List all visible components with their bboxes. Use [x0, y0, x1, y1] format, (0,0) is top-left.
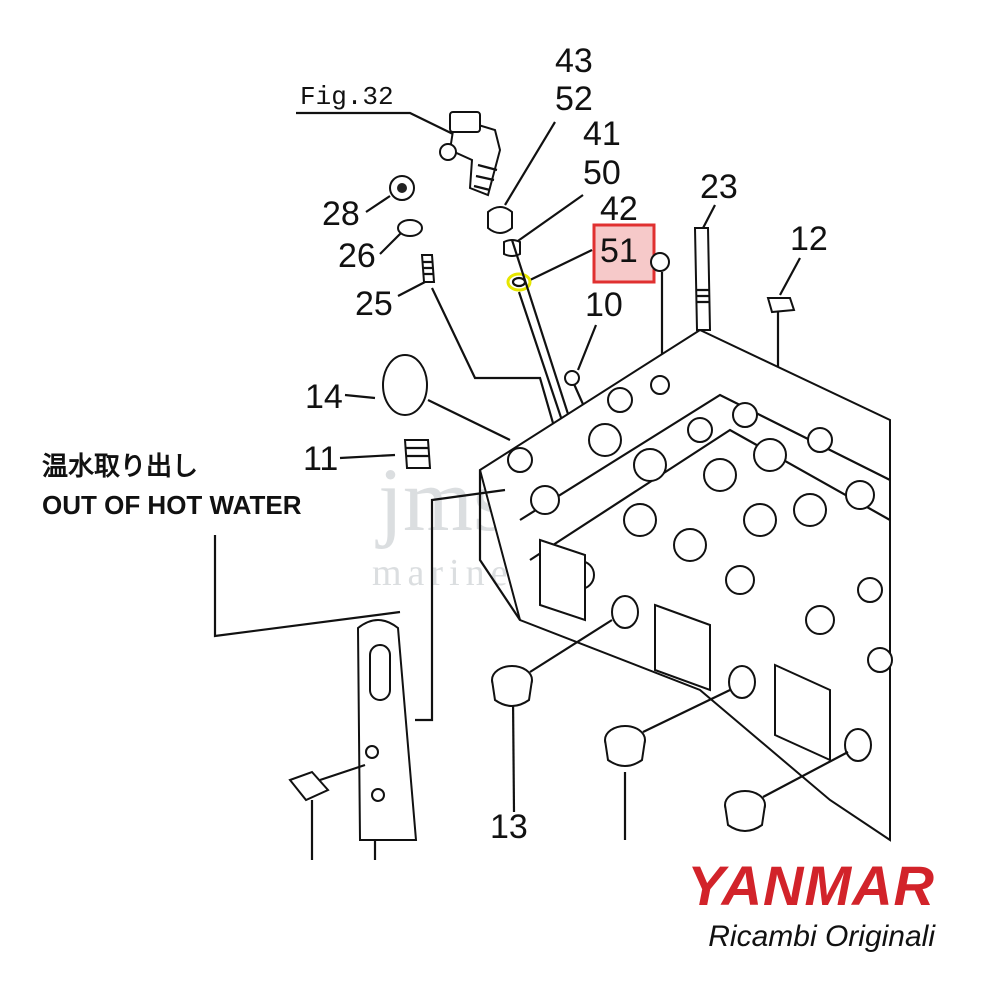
callout-14: 14	[305, 378, 343, 416]
part-11-fitting	[403, 439, 432, 469]
callout-12: 12	[790, 220, 828, 258]
part-14-plug	[382, 354, 428, 416]
callout-26: 26	[338, 237, 376, 275]
part-nut-top	[650, 252, 670, 272]
valve-seals	[491, 619, 849, 840]
hot-water-note: 温水取り出し OUT OF HOT WATER	[42, 451, 401, 638]
part-26-washer	[397, 219, 423, 237]
part-43-collar	[487, 206, 513, 234]
callout-52: 52	[555, 80, 593, 118]
part-51-gasket-highlight	[506, 272, 532, 292]
callout-11: 11	[303, 440, 338, 478]
note-english: OUT OF HOT WATER	[42, 490, 302, 520]
hot-water-outlet-bracket	[288, 488, 506, 860]
callout-51: 51	[600, 232, 638, 270]
part-13-seal-3	[724, 751, 849, 832]
figure-reference-label: Fig.32	[300, 82, 394, 112]
brand-logo-text: YANMAR	[687, 854, 935, 917]
injector-part	[439, 111, 502, 197]
cylinder-head	[478, 328, 893, 842]
callout-50: 50	[583, 154, 621, 192]
part-13-seal-2	[604, 689, 731, 840]
part-13-seal-1	[491, 619, 613, 707]
callout-42: 42	[600, 190, 638, 228]
part-12-nut	[766, 297, 796, 314]
callout-43: 43	[555, 42, 593, 80]
callout-13: 13	[490, 808, 528, 846]
callout-41: 41	[583, 115, 621, 153]
highlighted-callout-51: 51	[592, 223, 656, 284]
callout-labels: 43 52 41 50 42 23 12 28 26 25 10 14 11 1…	[303, 42, 828, 846]
small-parts	[382, 175, 796, 469]
watermark-line2: marine	[372, 552, 514, 594]
brand-subtitle: Ricambi Originali	[708, 920, 935, 953]
bracket-bolt	[288, 770, 330, 802]
brand-block: YANMAR Ricambi Originali	[687, 858, 935, 954]
figure-reference-leader	[296, 111, 456, 136]
highlight-box	[592, 223, 656, 284]
part-23-stud	[693, 227, 712, 331]
callout-10: 10	[585, 286, 623, 324]
leader-lines	[339, 121, 801, 813]
callout-23: 23	[700, 168, 738, 206]
note-japanese: 温水取り出し	[42, 451, 198, 481]
callout-25: 25	[355, 285, 393, 323]
callout-28: 28	[322, 195, 360, 233]
figure-reference: Fig.32	[296, 82, 456, 136]
part-10-nut	[564, 370, 580, 386]
